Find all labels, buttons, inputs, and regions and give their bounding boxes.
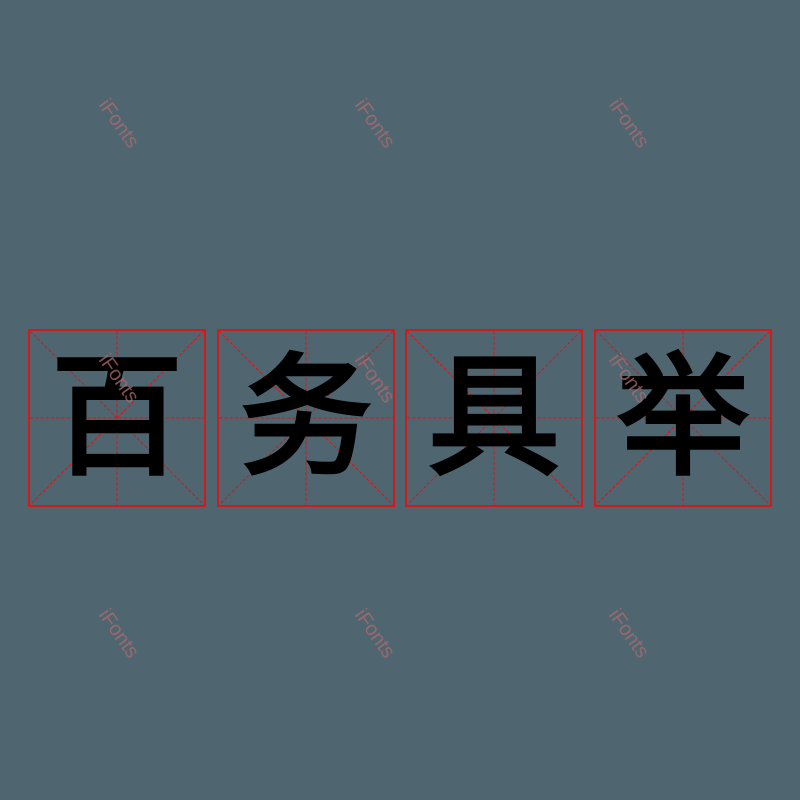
watermark: iFonts (93, 605, 144, 663)
watermark: iFonts (603, 95, 654, 153)
tianzige-grid-icon (596, 331, 770, 505)
glyph: 务 (240, 341, 372, 495)
character-box-1: 百 (28, 329, 206, 507)
glyph: 百 (51, 341, 183, 495)
tianzige-grid-icon (407, 331, 581, 505)
watermark: iFonts (603, 605, 654, 663)
watermark: iFonts (93, 95, 144, 153)
watermark: iFonts (349, 605, 400, 663)
tianzige-grid-icon (30, 331, 204, 505)
watermark: iFonts (349, 95, 400, 153)
character-box-3: 具 (405, 329, 583, 507)
glyph: 具 (428, 341, 560, 495)
tianzige-grid-icon (219, 331, 393, 505)
character-box-4: 举 (594, 329, 772, 507)
glyph: 举 (617, 341, 749, 495)
character-box-2: 务 (217, 329, 395, 507)
